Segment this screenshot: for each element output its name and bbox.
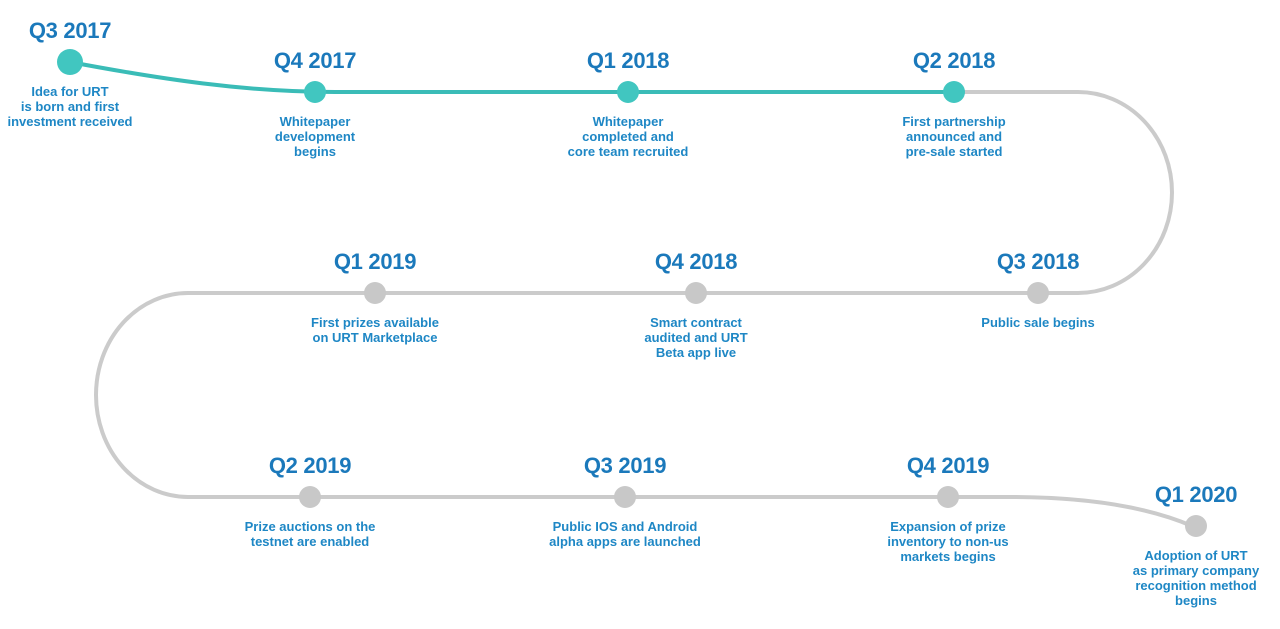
milestone-dot-q3-2018 <box>1027 282 1049 304</box>
milestone-quarter-q2-2018: Q2 2018 <box>912 48 996 73</box>
milestone-description-q4-2019: Expansion of prize inventory to non-us m… <box>887 519 1009 564</box>
timeline-path-completed <box>68 60 956 94</box>
milestone-dots-layer <box>57 49 1207 537</box>
milestone-quarter-q4-2017: Q4 2017 <box>273 48 357 73</box>
milestone-dot-q1-2019 <box>364 282 386 304</box>
milestone-description-q3-2017: Idea for URT is born and first investmen… <box>7 84 133 129</box>
milestone-description-q3-2018: Public sale begins <box>981 315 1095 330</box>
milestone-dot-q3-2019 <box>614 486 636 508</box>
milestone-description-q4-2018: Smart contract audited and URT Beta app … <box>644 315 748 360</box>
milestone-dot-q1-2018 <box>617 81 639 103</box>
milestone-quarter-q1-2018: Q1 2018 <box>586 48 670 73</box>
milestone-description-q4-2017: Whitepaper development begins <box>274 114 356 159</box>
milestone-description-q2-2018: First partnership announced and pre-sale… <box>902 114 1006 159</box>
milestone-description-q3-2019: Public IOS and Android alpha apps are la… <box>549 519 701 549</box>
milestone-quarter-q3-2018: Q3 2018 <box>996 249 1080 274</box>
milestone-dot-q4-2018 <box>685 282 707 304</box>
milestone-dot-q2-2018 <box>943 81 965 103</box>
milestone-quarter-q4-2019: Q4 2019 <box>906 453 990 478</box>
milestone-description-q2-2019: Prize auctions on the testnet are enable… <box>244 519 376 549</box>
milestone-description-q1-2019: First prizes available on URT Marketplac… <box>311 315 439 345</box>
milestone-dot-q1-2020 <box>1185 515 1207 537</box>
milestone-dot-q3-2017 <box>57 49 83 75</box>
milestone-quarter-q1-2019: Q1 2019 <box>333 249 417 274</box>
milestone-description-q1-2020: Adoption of URT as primary company recog… <box>1132 548 1260 608</box>
milestone-dot-q4-2017 <box>304 81 326 103</box>
milestone-description-q1-2018: Whitepaper completed and core team recru… <box>567 114 689 159</box>
milestone-quarter-q3-2017: Q3 2017 <box>28 18 112 43</box>
milestone-quarter-q4-2018: Q4 2018 <box>654 249 738 274</box>
milestone-quarter-q3-2019: Q3 2019 <box>583 453 667 478</box>
milestone-quarter-q1-2020: Q1 2020 <box>1154 482 1238 507</box>
milestone-dot-q4-2019 <box>937 486 959 508</box>
milestone-quarter-q2-2019: Q2 2019 <box>268 453 352 478</box>
timeline-path-upcoming <box>94 90 1194 528</box>
milestone-dot-q2-2019 <box>299 486 321 508</box>
